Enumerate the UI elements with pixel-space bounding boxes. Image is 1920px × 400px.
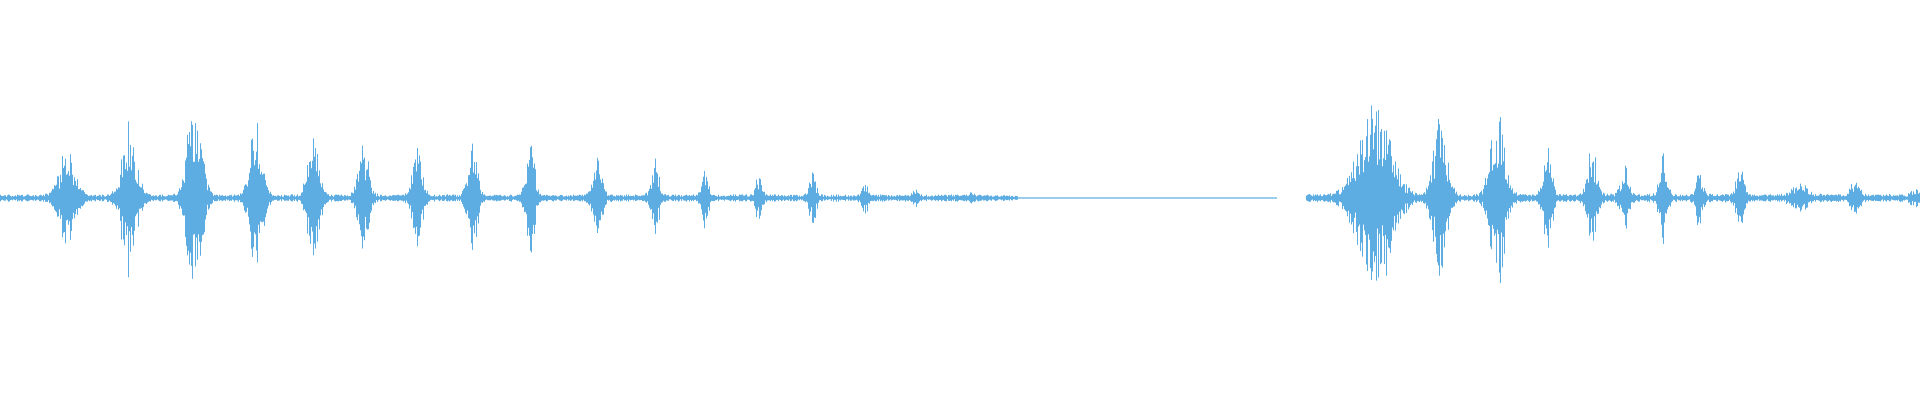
waveform-trace — [0, 105, 1920, 283]
segment-fade — [1018, 197, 1277, 199]
segment-right — [1306, 105, 1920, 283]
segment-left — [0, 121, 1018, 279]
